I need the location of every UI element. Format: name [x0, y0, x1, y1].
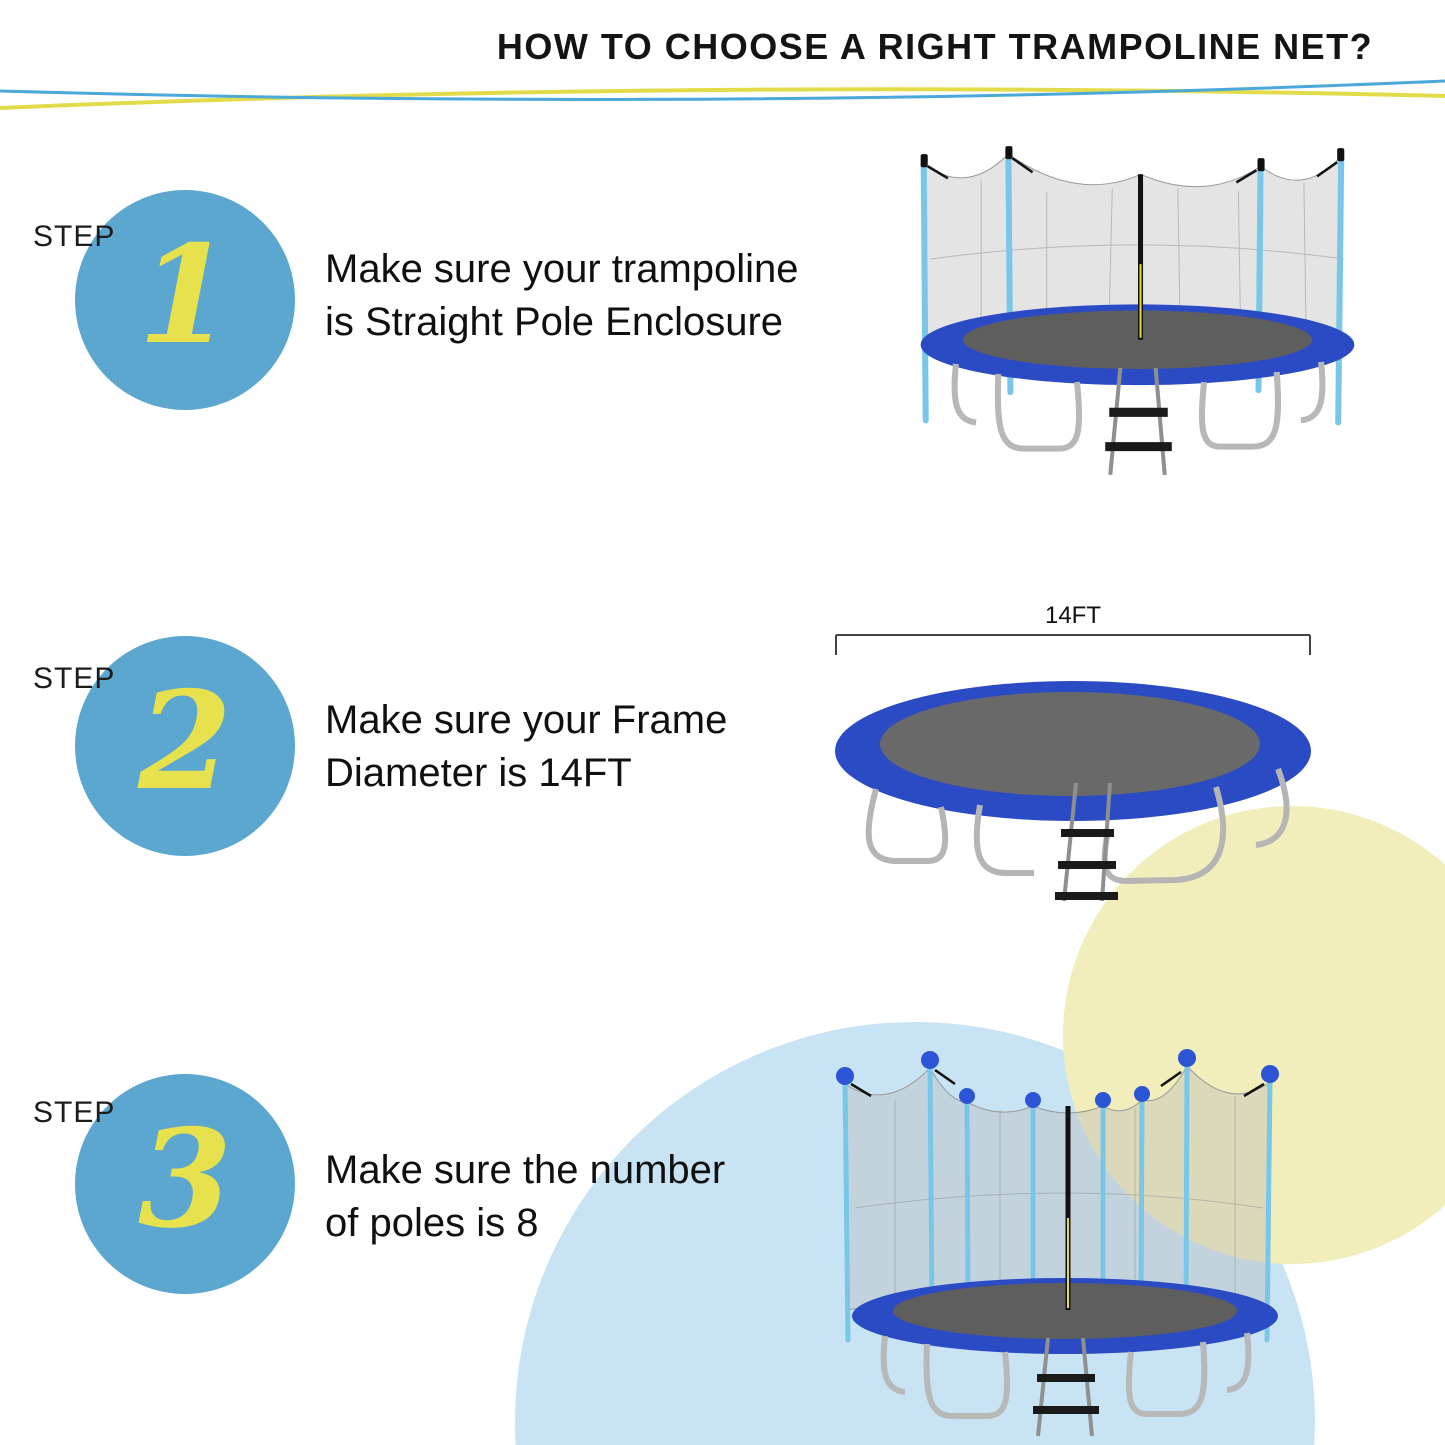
- trampoline-straight-pole-enclosure-icon: [920, 146, 1355, 476]
- step2-label: STEP: [33, 662, 116, 695]
- step3-description-line2: of poles is 8: [325, 1201, 539, 1245]
- dimension-label: 14FT: [1045, 602, 1101, 629]
- frame-legs: [951, 361, 1326, 452]
- step2-number-badge: 2: [75, 636, 295, 856]
- net-strap-icons: [850, 1068, 1265, 1098]
- pole-ball-icons: [836, 1049, 1279, 1108]
- step1-number: 1: [138, 214, 232, 374]
- enclosure-poles: [842, 1059, 1273, 1343]
- trampoline-8-poles-icon: [836, 1049, 1279, 1437]
- step3-description: Make sure the number of poles is 8: [325, 1144, 725, 1250]
- jump-mat: [880, 692, 1260, 796]
- ladder: [1055, 782, 1118, 902]
- step3-number-badge: 3: [75, 1074, 295, 1294]
- dimension-bracket: [835, 634, 1311, 655]
- step2-description-line1: Make sure your Frame: [325, 698, 728, 742]
- step2-number: 2: [138, 660, 232, 820]
- enclosure-net: [844, 1065, 1271, 1311]
- step3-description-line1: Make sure the number: [325, 1148, 726, 1192]
- pole-cap-icons: [920, 146, 1345, 172]
- frame-legs: [880, 1332, 1252, 1419]
- step1-label: STEP: [33, 220, 116, 253]
- step3-number: 3: [138, 1098, 232, 1258]
- step2-description-line2: Diameter is 14FT: [325, 751, 632, 795]
- step2-description: Make sure your Frame Diameter is 14FT: [325, 694, 727, 800]
- step1-description: Make sure your trampoline is Straight Po…: [325, 243, 799, 349]
- jump-mat: [893, 1283, 1237, 1339]
- step1-description-line1: Make sure your trampoline: [325, 247, 799, 291]
- step1-description-line2: is Straight Pole Enclosure: [325, 300, 784, 344]
- trampoline-frame-14ft-icon: 14FT: [835, 602, 1311, 902]
- swoosh-yellow-line: [0, 87, 1445, 110]
- ladder: [1033, 1337, 1099, 1437]
- page-title: HOW TO CHOOSE A RIGHT TRAMPOLINE NET?: [496, 26, 1374, 67]
- net-strap-icons: [927, 157, 1338, 184]
- title-underline-swoosh: [0, 79, 1445, 110]
- step1-number-badge: 1: [75, 190, 295, 410]
- jump-mat: [963, 310, 1312, 369]
- swoosh-blue-line: [0, 79, 1445, 101]
- net-mesh-lines: [930, 180, 1345, 325]
- step3-label: STEP: [33, 1096, 116, 1129]
- ladder: [1105, 367, 1172, 476]
